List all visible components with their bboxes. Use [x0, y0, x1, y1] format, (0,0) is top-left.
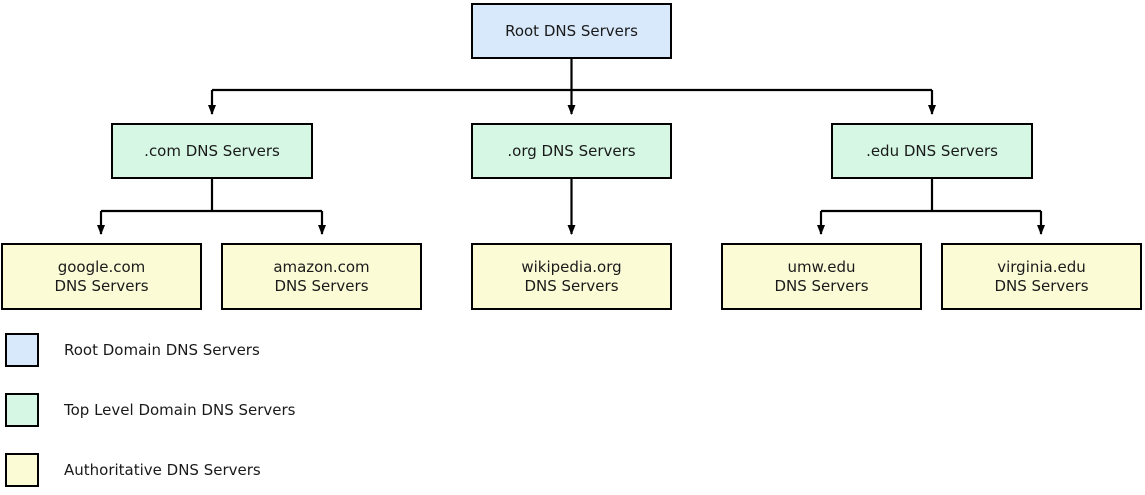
legend-label: Top Level Domain DNS Servers [64, 401, 296, 419]
node-label: Root DNS Servers [505, 21, 638, 40]
node-google-com-dns-servers[interactable]: google.com DNS Servers [1, 243, 202, 310]
legend-label: Root Domain DNS Servers [64, 341, 260, 359]
node-wikipedia-org-dns-servers[interactable]: wikipedia.org DNS Servers [471, 243, 672, 310]
node-label: .com DNS Servers [144, 141, 280, 160]
edge-edu-to-children-group [817, 179, 1045, 235]
node-com-dns-servers[interactable]: .com DNS Servers [111, 123, 313, 179]
node-umw-edu-dns-servers[interactable]: umw.edu DNS Servers [721, 243, 922, 310]
node-label: .edu DNS Servers [866, 141, 998, 160]
node-label: .org DNS Servers [507, 141, 636, 160]
node-virginia-edu-dns-servers[interactable]: virginia.edu DNS Servers [941, 243, 1142, 310]
legend-label: Authoritative DNS Servers [64, 461, 261, 479]
node-root-dns-servers[interactable]: Root DNS Servers [471, 3, 672, 59]
node-label: amazon.com DNS Servers [273, 257, 370, 295]
legend-swatch-top-level-domain-icon [5, 393, 39, 427]
edge-com-to-children-group [97, 179, 326, 235]
node-label: virginia.edu DNS Servers [994, 257, 1089, 295]
node-label: google.com DNS Servers [54, 257, 149, 295]
legend-item-authoritative: Authoritative DNS Servers [5, 453, 261, 487]
edge-root-to-tld-group [208, 59, 936, 115]
legend-item-top-level-domain: Top Level Domain DNS Servers [5, 393, 295, 427]
node-edu-dns-servers[interactable]: .edu DNS Servers [831, 123, 1033, 179]
legend-swatch-authoritative-icon [5, 453, 39, 487]
node-label: wikipedia.org DNS Servers [521, 257, 622, 295]
node-org-dns-servers[interactable]: .org DNS Servers [471, 123, 672, 179]
node-label: umw.edu DNS Servers [774, 257, 869, 295]
legend-swatch-root-domain-icon [5, 333, 39, 367]
legend-item-root-domain: Root Domain DNS Servers [5, 333, 260, 367]
node-amazon-com-dns-servers[interactable]: amazon.com DNS Servers [221, 243, 422, 310]
